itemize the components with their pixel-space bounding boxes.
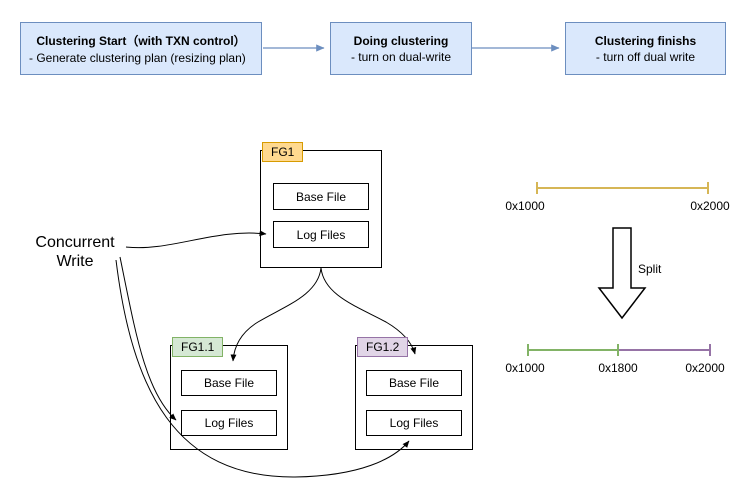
flow-step-desc: - Generate clustering plan (resizing pla… — [29, 51, 246, 65]
flow-step-title: Doing clustering — [353, 33, 449, 48]
concurrent-write-label: Concurrent Write — [35, 234, 115, 270]
range-after-end-label: 0x2000 — [685, 361, 725, 375]
split-label: Split — [638, 262, 662, 276]
fg1-log-files: Log Files — [273, 221, 369, 248]
flow-step-title: Clustering finishs — [594, 33, 697, 48]
flow-step-desc: - turn on dual-write — [350, 49, 452, 64]
file-group-fg1-tag: FG1 — [262, 142, 304, 162]
flow-step-doing-clustering: Doing clustering - turn on dual-write — [330, 22, 472, 75]
file-group-fg1-2-tag: FG1.2 — [357, 337, 409, 357]
fg1-2-base-file: Base File — [366, 370, 462, 396]
fg1-1-log-files: Log Files — [181, 410, 277, 436]
flow-step-title: Clustering Start（with TXN control） — [36, 34, 246, 48]
range-after-mid-label: 0x1800 — [598, 361, 638, 375]
arrow-concurrent-to-fg1-log — [125, 230, 267, 249]
fg1-1-base-file: Base File — [181, 370, 277, 396]
flow-step-clustering-finishs: Clustering finishs - turn off dual write — [565, 22, 726, 75]
flow-step-clustering-start: Clustering Start（with TXN control） - Gen… — [20, 22, 262, 75]
file-group-fg1-1-tag: FG1.1 — [172, 337, 224, 357]
fg1-2-log-files: Log Files — [366, 410, 462, 436]
flow-step-desc: - turn off dual write — [595, 49, 696, 64]
arrow-concurrent-to-fg1-1-log — [119, 256, 177, 421]
range-after-start-label: 0x1000 — [505, 361, 545, 375]
fg1-base-file: Base File — [273, 183, 369, 210]
range-before-end-label: 0x2000 — [690, 199, 730, 213]
range-before-start-label: 0x1000 — [505, 199, 545, 213]
